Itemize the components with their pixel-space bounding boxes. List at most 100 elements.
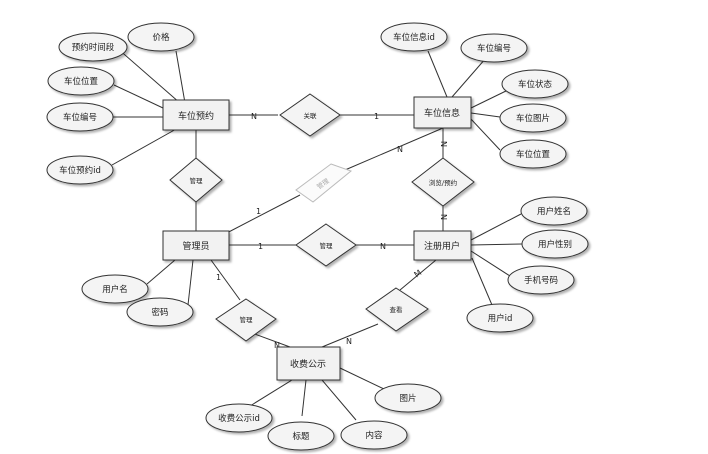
edge-info-id bbox=[427, 50, 448, 98]
card-admin-notice-1: 1 bbox=[216, 273, 221, 282]
edge-notice-manage-notice bbox=[251, 332, 291, 348]
attr-info-image-label: 车位图片 bbox=[516, 113, 550, 124]
edge-info-status bbox=[470, 89, 509, 109]
card-relate-info: 1 bbox=[374, 112, 379, 121]
entity-registered-user-label: 注册用户 bbox=[424, 240, 460, 252]
card-info-admin-n: N bbox=[397, 145, 403, 154]
attr-username-label: 用户名 bbox=[102, 284, 128, 295]
attr-notice-title-label: 标题 bbox=[292, 431, 310, 442]
rel-browse-book-label: 浏览/预约 bbox=[429, 178, 457, 187]
entity-admin bbox=[162, 230, 230, 261]
rel-manage-booking-label: 管理 bbox=[190, 176, 204, 185]
edge-notice-title bbox=[301, 379, 307, 417]
rel-view-notice-label: 查看 bbox=[390, 305, 404, 314]
attr-notice-image bbox=[374, 383, 442, 413]
edge-info-image bbox=[470, 112, 501, 118]
edge-view-notice bbox=[321, 323, 379, 348]
edge-manage-admin-diag bbox=[220, 194, 301, 237]
attr-password bbox=[126, 297, 194, 327]
attr-booking-period bbox=[58, 32, 128, 62]
card-browse-user: N bbox=[439, 214, 448, 220]
rel-browse-book bbox=[411, 157, 475, 207]
attr-booking-number-label: 车位编号 bbox=[63, 112, 97, 123]
attr-info-location bbox=[499, 139, 567, 169]
card-notice-view-n: N bbox=[346, 337, 352, 346]
edge-booking-period bbox=[116, 47, 181, 104]
attr-password-label: 密码 bbox=[151, 307, 168, 318]
attr-price-label: 价格 bbox=[152, 32, 170, 43]
attr-notice-image-label: 图片 bbox=[399, 393, 416, 404]
edge-booking-location bbox=[113, 84, 164, 109]
attr-notice-title bbox=[267, 421, 335, 451]
attr-price bbox=[127, 22, 195, 52]
entity-parking-info-label: 车位信息 bbox=[424, 107, 460, 119]
entity-fee-notice bbox=[276, 346, 341, 381]
relationships: 关联 管理 管理 浏览/预约 管理 管理 查看 bbox=[169, 93, 475, 342]
attr-user-id-label: 用户id bbox=[488, 313, 513, 324]
entity-admin-label: 管理员 bbox=[182, 240, 209, 252]
attributes: 预约时间段 价格 车位位置 车位编号 车位预约id 车位信息id 车位编号 车位… bbox=[46, 22, 589, 451]
edge-admin-notice-manage bbox=[210, 259, 241, 301]
attr-notice-content bbox=[340, 420, 408, 450]
attr-info-image bbox=[499, 103, 567, 133]
edges bbox=[111, 47, 523, 421]
edge-admin-password bbox=[187, 259, 194, 306]
attr-user-phone bbox=[507, 265, 575, 295]
card-admin-user-n: N bbox=[380, 242, 386, 251]
attr-booking-period-label: 预约时间段 bbox=[72, 42, 115, 53]
edge-booking-id bbox=[111, 127, 179, 166]
cardinalities: N 1 N 1 N N 1 N 1 N M N bbox=[216, 112, 448, 350]
attr-username bbox=[81, 274, 149, 304]
attr-notice-id bbox=[205, 403, 273, 433]
entities: 车位预约 车位信息 管理员 注册用户 收费公示 bbox=[162, 96, 472, 381]
edge-notice-image bbox=[339, 367, 387, 391]
card-admin-notice-n: N bbox=[274, 341, 280, 350]
rel-manage-notice bbox=[215, 298, 277, 342]
attr-user-name-label: 用户姓名 bbox=[537, 206, 571, 217]
edge-info-number bbox=[451, 57, 487, 98]
card-admin-user-1: 1 bbox=[258, 242, 263, 251]
entity-fee-notice-label: 收费公示 bbox=[290, 358, 326, 370]
edge-info-location bbox=[469, 117, 501, 151]
attr-info-id bbox=[380, 22, 448, 52]
edge-user-view bbox=[399, 259, 437, 291]
attr-info-number bbox=[460, 33, 528, 63]
edge-user-id bbox=[471, 257, 493, 306]
attr-notice-content-label: 内容 bbox=[365, 430, 383, 441]
attr-info-status bbox=[501, 69, 569, 99]
rel-manage-user bbox=[295, 223, 357, 267]
entity-parking-booking bbox=[162, 99, 230, 131]
rel-view-notice bbox=[365, 287, 429, 332]
attr-info-id-label: 车位信息id bbox=[393, 32, 435, 43]
card-info-admin-1: 1 bbox=[256, 207, 261, 216]
edge-user-name bbox=[470, 213, 522, 241]
attr-booking-id bbox=[46, 155, 114, 185]
edge-info-manage bbox=[344, 127, 444, 171]
edge-booking-price bbox=[175, 50, 186, 104]
card-booking-relate: N bbox=[251, 112, 257, 121]
attr-user-name bbox=[520, 196, 588, 226]
rel-relate-label: 关联 bbox=[304, 111, 318, 120]
attr-booking-location bbox=[47, 66, 115, 96]
attr-info-status-label: 车位状态 bbox=[518, 79, 553, 90]
rel-manage-info bbox=[295, 163, 353, 203]
attr-user-phone-label: 手机号码 bbox=[524, 275, 558, 286]
attr-user-gender-label: 用户性别 bbox=[538, 239, 572, 250]
entity-registered-user bbox=[413, 230, 472, 261]
edge-user-phone bbox=[470, 250, 511, 277]
entity-parking-booking-label: 车位预约 bbox=[178, 110, 214, 122]
attr-info-location-label: 车位位置 bbox=[516, 149, 551, 160]
rel-manage-notice-label: 管理 bbox=[240, 315, 254, 324]
edge-notice-id bbox=[249, 379, 293, 407]
attr-notice-id-label: 收费公示id bbox=[218, 413, 260, 424]
entity-parking-info bbox=[413, 96, 472, 129]
card-user-notice-m: M bbox=[412, 268, 423, 279]
card-info-browse: N bbox=[439, 141, 448, 147]
attr-user-gender bbox=[521, 229, 589, 259]
edge-admin-username bbox=[146, 259, 176, 285]
edge-user-gender bbox=[470, 243, 523, 246]
edge-notice-content bbox=[321, 379, 357, 421]
rel-manage-user-label: 管理 bbox=[320, 241, 334, 250]
attr-info-number-label: 车位编号 bbox=[477, 43, 511, 54]
